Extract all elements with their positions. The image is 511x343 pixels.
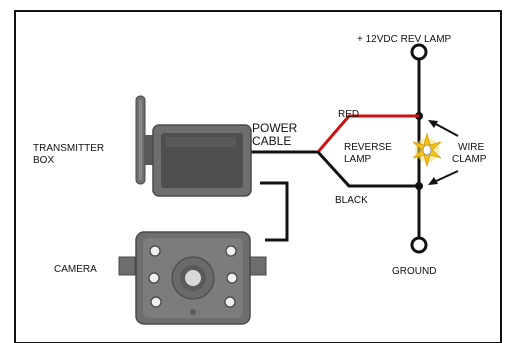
red-wire-label: RED [338, 109, 359, 120]
wire-clamp-label-line1: WIRE [458, 142, 484, 153]
diagram-frame [14, 10, 502, 343]
camera-icon [118, 231, 267, 325]
transmitter-box-icon [135, 95, 252, 197]
wire-clamp-label-line2: CLAMP [452, 154, 487, 165]
black-wire [316, 150, 419, 188]
reverse-lamp-label-line2: LAMP [344, 154, 372, 165]
transmitter-label-line2: BOX [33, 155, 54, 166]
wire-clamp-arrow-upper [428, 120, 459, 137]
positive-terminal [410, 43, 428, 61]
ground-terminal [410, 236, 428, 254]
rev-lamp-label: + 12VDC REV LAMP [357, 34, 452, 45]
ground-label: GROUND [392, 266, 436, 277]
camera-label: CAMERA [54, 264, 97, 275]
reverse-lamp-label-line1: REVERSE [344, 142, 392, 153]
power-cable-label-line1: POWER [252, 121, 298, 135]
camera-cable [260, 181, 289, 242]
red-wire [316, 114, 419, 153]
reverse-lamp-icon [412, 132, 442, 168]
black-wire-label: BLACK [335, 195, 368, 206]
power-cable-label-line2: CABLE [252, 134, 291, 148]
wire-clamp-arrow-lower [428, 170, 459, 185]
transmitter-label-line1: TRANSMITTER [33, 143, 104, 154]
